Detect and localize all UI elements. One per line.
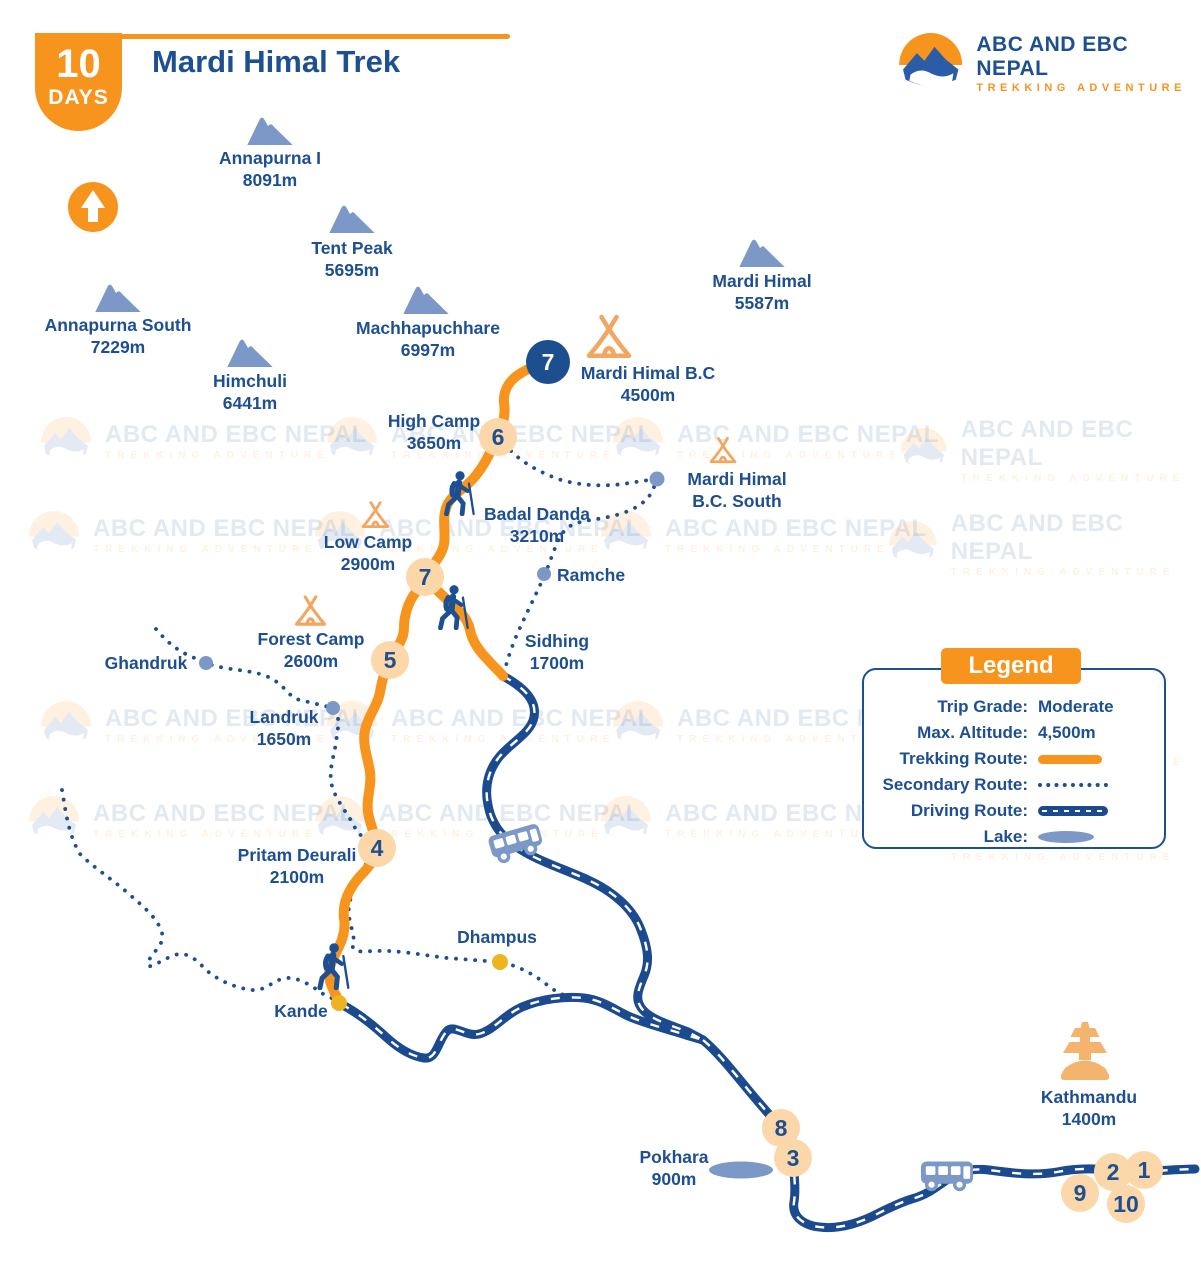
title-underline — [110, 34, 510, 39]
hiker-icon-kande — [313, 942, 353, 990]
mountain-icon-tent-peak — [329, 205, 375, 234]
legend-lake-label: Lake: — [983, 827, 1028, 846]
bus-icon-2 — [919, 1159, 975, 1192]
mountain-icon-annapurna-south — [95, 284, 141, 313]
legend-secondary-route-label: Secondary Route: — [882, 775, 1028, 794]
stop-day-9: 9 — [1061, 1174, 1099, 1212]
lake-shape — [709, 1161, 773, 1179]
stop-day-5: 5 — [371, 641, 409, 679]
hiker-icon-1 — [440, 470, 478, 516]
ramche-dot — [537, 567, 551, 581]
page-title: Mardi Himal Trek — [152, 44, 401, 79]
secondary-route-bc-south — [509, 449, 651, 488]
legend-max-altitude-value: 4,500m — [1038, 723, 1096, 742]
landruk-dot — [326, 701, 340, 715]
legend-driving-route-swatch — [1038, 806, 1108, 816]
legend-rows: Trip Grade: Moderate Max. Altitude: 4,50… — [870, 694, 1154, 850]
logo-tagline: TREKKING ADVENTURE — [976, 82, 1186, 94]
legend-trip-grade-label: Trip Grade: — [937, 697, 1028, 716]
days-label: DAYS — [48, 86, 109, 109]
north-arrow-icon — [68, 182, 118, 232]
ghandruk-dot — [199, 656, 213, 670]
dhampus-dot — [492, 954, 508, 970]
place-label-dhampus: Dhampus — [457, 927, 537, 947]
stop-day-10: 10 — [1107, 1185, 1145, 1223]
secondary-route-ramche — [502, 485, 656, 675]
secondary-route-west — [60, 788, 341, 1003]
tent-icon-mardi-bc — [584, 314, 634, 360]
legend-box — [862, 668, 1166, 849]
place-label-kande: Kande — [274, 1001, 328, 1021]
kande-dot — [331, 995, 347, 1011]
driving-route-dashes-3 — [702, 1039, 1196, 1229]
driving-route-kande — [336, 992, 708, 1063]
trekking-route-sidhing-branch — [420, 572, 508, 681]
days-badge: 10 DAYS — [35, 33, 122, 131]
legend-driving-route-label: Driving Route: — [910, 801, 1028, 820]
mountain-icon-machhapuchhare — [403, 286, 449, 315]
legend-title: Legend — [941, 648, 1081, 684]
legend-trekking-route-label: Trekking Route: — [899, 749, 1028, 768]
legend-trekking-route-swatch — [1038, 754, 1102, 764]
tent-icon-low-camp — [361, 501, 390, 529]
legend-secondary-route-swatch — [1038, 783, 1108, 787]
place-label-ghandruk: Ghandruk — [104, 653, 188, 673]
days-value: 10 — [56, 42, 101, 86]
legend-lake-swatch — [1038, 831, 1094, 843]
stop-day-4: 4 — [358, 829, 396, 867]
legend-trip-grade-value: Moderate — [1038, 697, 1114, 716]
tent-icon-bc-south — [709, 437, 737, 464]
stupa-icon-kathmandu — [1061, 1022, 1109, 1080]
stop-day-7: 7 — [406, 558, 444, 596]
bc-south-dot — [649, 471, 665, 487]
stop-day-3: 3 — [774, 1139, 812, 1177]
tent-icon-forest-camp — [294, 595, 327, 626]
mountain-icon-annapurna1 — [247, 117, 293, 146]
stop-day-8: 8 — [762, 1109, 800, 1147]
company-logo: ABC AND EBC NEPAL TREKKING ADVENTURE — [898, 31, 1201, 98]
place-label-ramche: Ramche — [557, 565, 626, 585]
secondary-route-dhampus — [346, 854, 568, 998]
stop-day-1: 1 — [1125, 1151, 1163, 1189]
driving-route-dashes-1 — [485, 674, 704, 1042]
hiker-icon-2 — [434, 584, 472, 630]
mountain-icon-mardi-himal — [739, 239, 785, 268]
driving-route-dashes-2 — [340, 996, 704, 1060]
stop-day-6: 6 — [479, 418, 517, 456]
secondary-route-ghandruk-landruk — [154, 627, 369, 844]
logo-name: ABC AND EBC NEPAL — [976, 33, 1129, 80]
stop-day-7-summit: 7 — [526, 340, 570, 384]
mountain-icon-himchuli — [227, 339, 273, 368]
legend-max-altitude-label: Max. Altitude: — [917, 723, 1028, 742]
